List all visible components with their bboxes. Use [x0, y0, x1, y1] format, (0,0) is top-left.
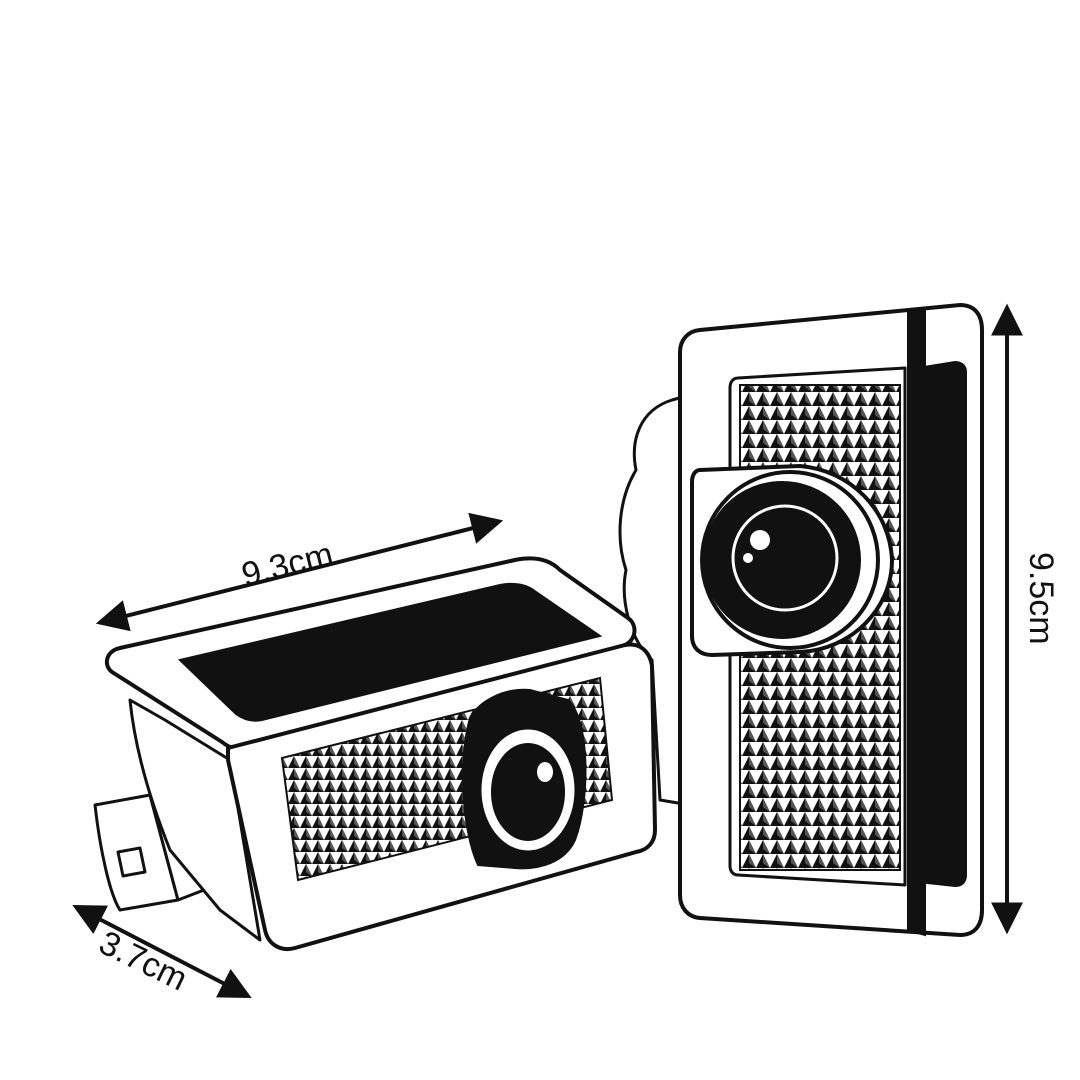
- upright-inner-frame: [728, 366, 907, 887]
- width-dimension-arrow: [72, 905, 252, 998]
- length-dimension-label: 9.3cm: [238, 535, 337, 594]
- width-dimension-label: 3.7cm: [93, 924, 193, 999]
- upright-dark-panel: [917, 360, 967, 888]
- height-dimension-label: 9.5cm: [1022, 552, 1060, 645]
- lying-unit: [93, 556, 657, 951]
- connector-slot: [116, 846, 147, 878]
- lying-lens-glass: [491, 743, 565, 841]
- lying-lens-highlight: [537, 762, 553, 782]
- upright-lens-highlight-small: [743, 553, 753, 563]
- length-dimension-arrow: [95, 512, 504, 632]
- upright-lens-highlight: [750, 530, 770, 550]
- upright-unit: [618, 303, 984, 937]
